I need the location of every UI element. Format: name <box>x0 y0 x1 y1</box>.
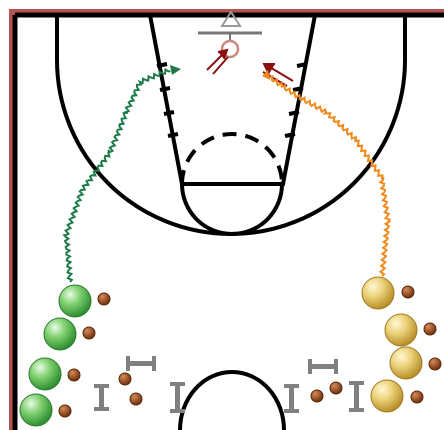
player-token-icon <box>370 379 424 413</box>
basketball-icon <box>129 392 143 406</box>
cone-vertical-3 <box>284 384 299 413</box>
cone-vertical-1 <box>94 384 109 411</box>
basketball-icon <box>329 381 343 395</box>
basketball-icon <box>82 326 96 340</box>
green-dribble-path <box>62 67 171 283</box>
cone-horizontal-2 <box>308 359 338 374</box>
free-throw-circle-bottom <box>180 183 284 236</box>
free-throw-circle-top-dashed <box>180 132 284 185</box>
basketball-icon <box>401 285 415 299</box>
basketball-icon <box>310 389 324 403</box>
lane-hash-marks <box>156 62 308 138</box>
player-token-icon <box>58 284 111 318</box>
yellow-player-line <box>361 276 442 413</box>
center-circle <box>178 370 286 430</box>
player-token-icon <box>43 317 96 351</box>
basketball-icon <box>58 404 72 418</box>
loose-balls <box>118 372 343 406</box>
basketball-icon <box>410 390 424 404</box>
player-token-icon <box>384 313 437 347</box>
player-token-icon <box>389 346 442 380</box>
player-token-icon <box>28 357 81 391</box>
basketball-icon <box>428 357 442 371</box>
basketball-icon <box>118 372 132 386</box>
orange-path-arrowhead <box>262 70 270 80</box>
basketball-icon <box>67 368 81 382</box>
green-path-arrowhead <box>170 65 181 75</box>
cone-vertical-2 <box>170 382 185 413</box>
orange-dribble-path <box>266 74 392 277</box>
cone-horizontal-1 <box>126 356 156 371</box>
basketball-icon <box>423 322 437 336</box>
player-token-icon <box>361 276 415 310</box>
basket-hoop-icon <box>198 10 262 59</box>
player-token-icon <box>19 393 72 427</box>
cone-vertical-4 <box>349 381 364 412</box>
basketball-icon <box>97 292 111 306</box>
cone-icon <box>94 356 364 413</box>
green-player-line <box>19 284 111 427</box>
